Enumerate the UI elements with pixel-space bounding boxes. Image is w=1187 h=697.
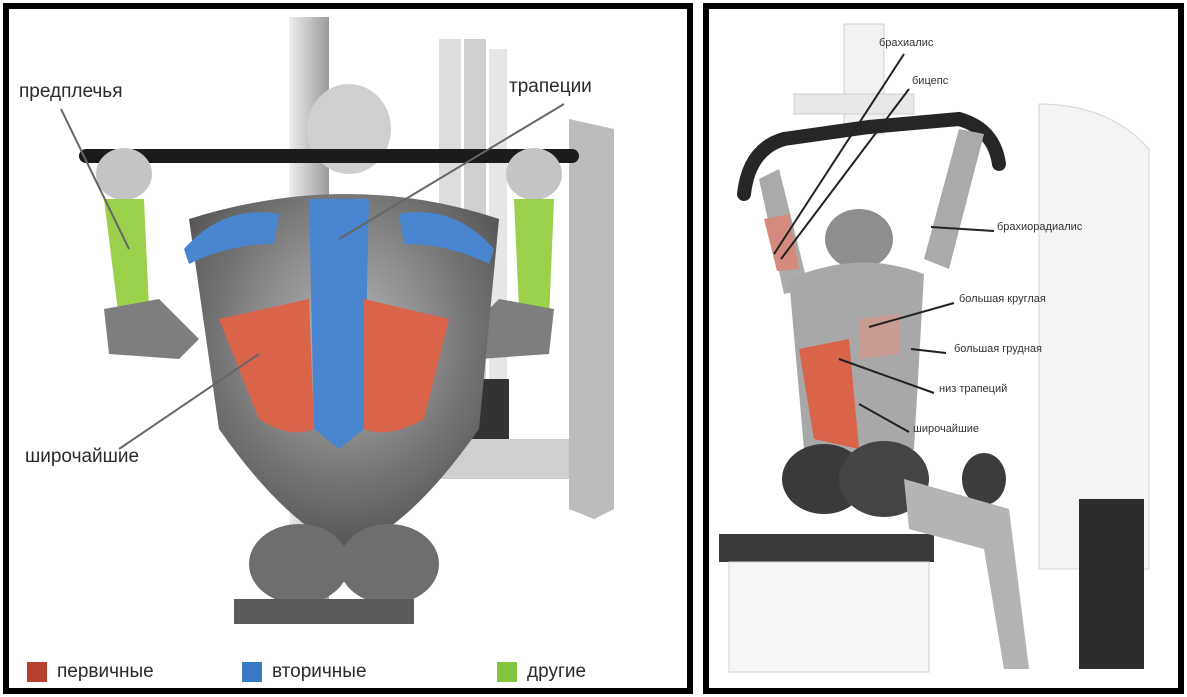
label-lats: широчайшие	[25, 446, 139, 468]
lat-pulldown-back-view-illustration	[9, 9, 687, 688]
seat-pad	[719, 534, 934, 562]
legend-swatch-other	[497, 662, 517, 682]
pulldown-bar	[79, 149, 579, 163]
head	[825, 209, 893, 269]
left-hand	[96, 148, 152, 200]
weight-stack	[1079, 499, 1144, 669]
legend-swatch-primary	[27, 662, 47, 682]
leg-roller-pad	[962, 453, 1006, 505]
left-forearm-muscle	[104, 199, 149, 319]
machine-arm	[794, 94, 914, 114]
right-hand	[506, 148, 562, 200]
right-arm	[924, 129, 984, 269]
left-upper-arm	[104, 299, 199, 359]
legend-label-primary: первичные	[57, 661, 154, 683]
legend-other: другие	[497, 661, 586, 683]
right-glute	[339, 524, 439, 604]
legend-label-secondary: вторичные	[272, 661, 367, 683]
trapezius-muscle	[309, 199, 369, 449]
label-lats: широчайшие	[913, 423, 979, 435]
right-forearm-muscle	[514, 199, 554, 319]
seat-base	[729, 562, 929, 672]
legend-swatch-secondary	[242, 662, 262, 682]
machine-side-panel	[569, 119, 614, 519]
label-biceps: бицепс	[912, 75, 948, 87]
legend-primary: первичные	[27, 661, 154, 683]
label-brachioradialis: брахиорадиалис	[997, 221, 1082, 233]
left-glute	[249, 524, 349, 604]
legend-label-other: другие	[527, 661, 586, 683]
seat	[234, 599, 414, 624]
legend-secondary: вторичные	[242, 661, 367, 683]
machine-top	[844, 24, 884, 134]
label-teres-major: большая круглая	[959, 293, 1046, 305]
label-forearms: предплечья	[19, 81, 123, 103]
lat-pulldown-side-view-illustration	[709, 9, 1178, 688]
right-illustration-panel: брахиалис бицепс брахиорадиалис большая …	[703, 3, 1184, 694]
label-trapezius: трапеции	[509, 76, 592, 98]
label-brachialis: брахиалис	[879, 37, 933, 49]
label-lower-trapezius: низ трапеций	[939, 383, 1007, 395]
label-pectoralis-major: большая грудная	[954, 343, 1042, 355]
left-illustration-panel: предплечья трапеции широчайшие первичные…	[3, 3, 693, 694]
